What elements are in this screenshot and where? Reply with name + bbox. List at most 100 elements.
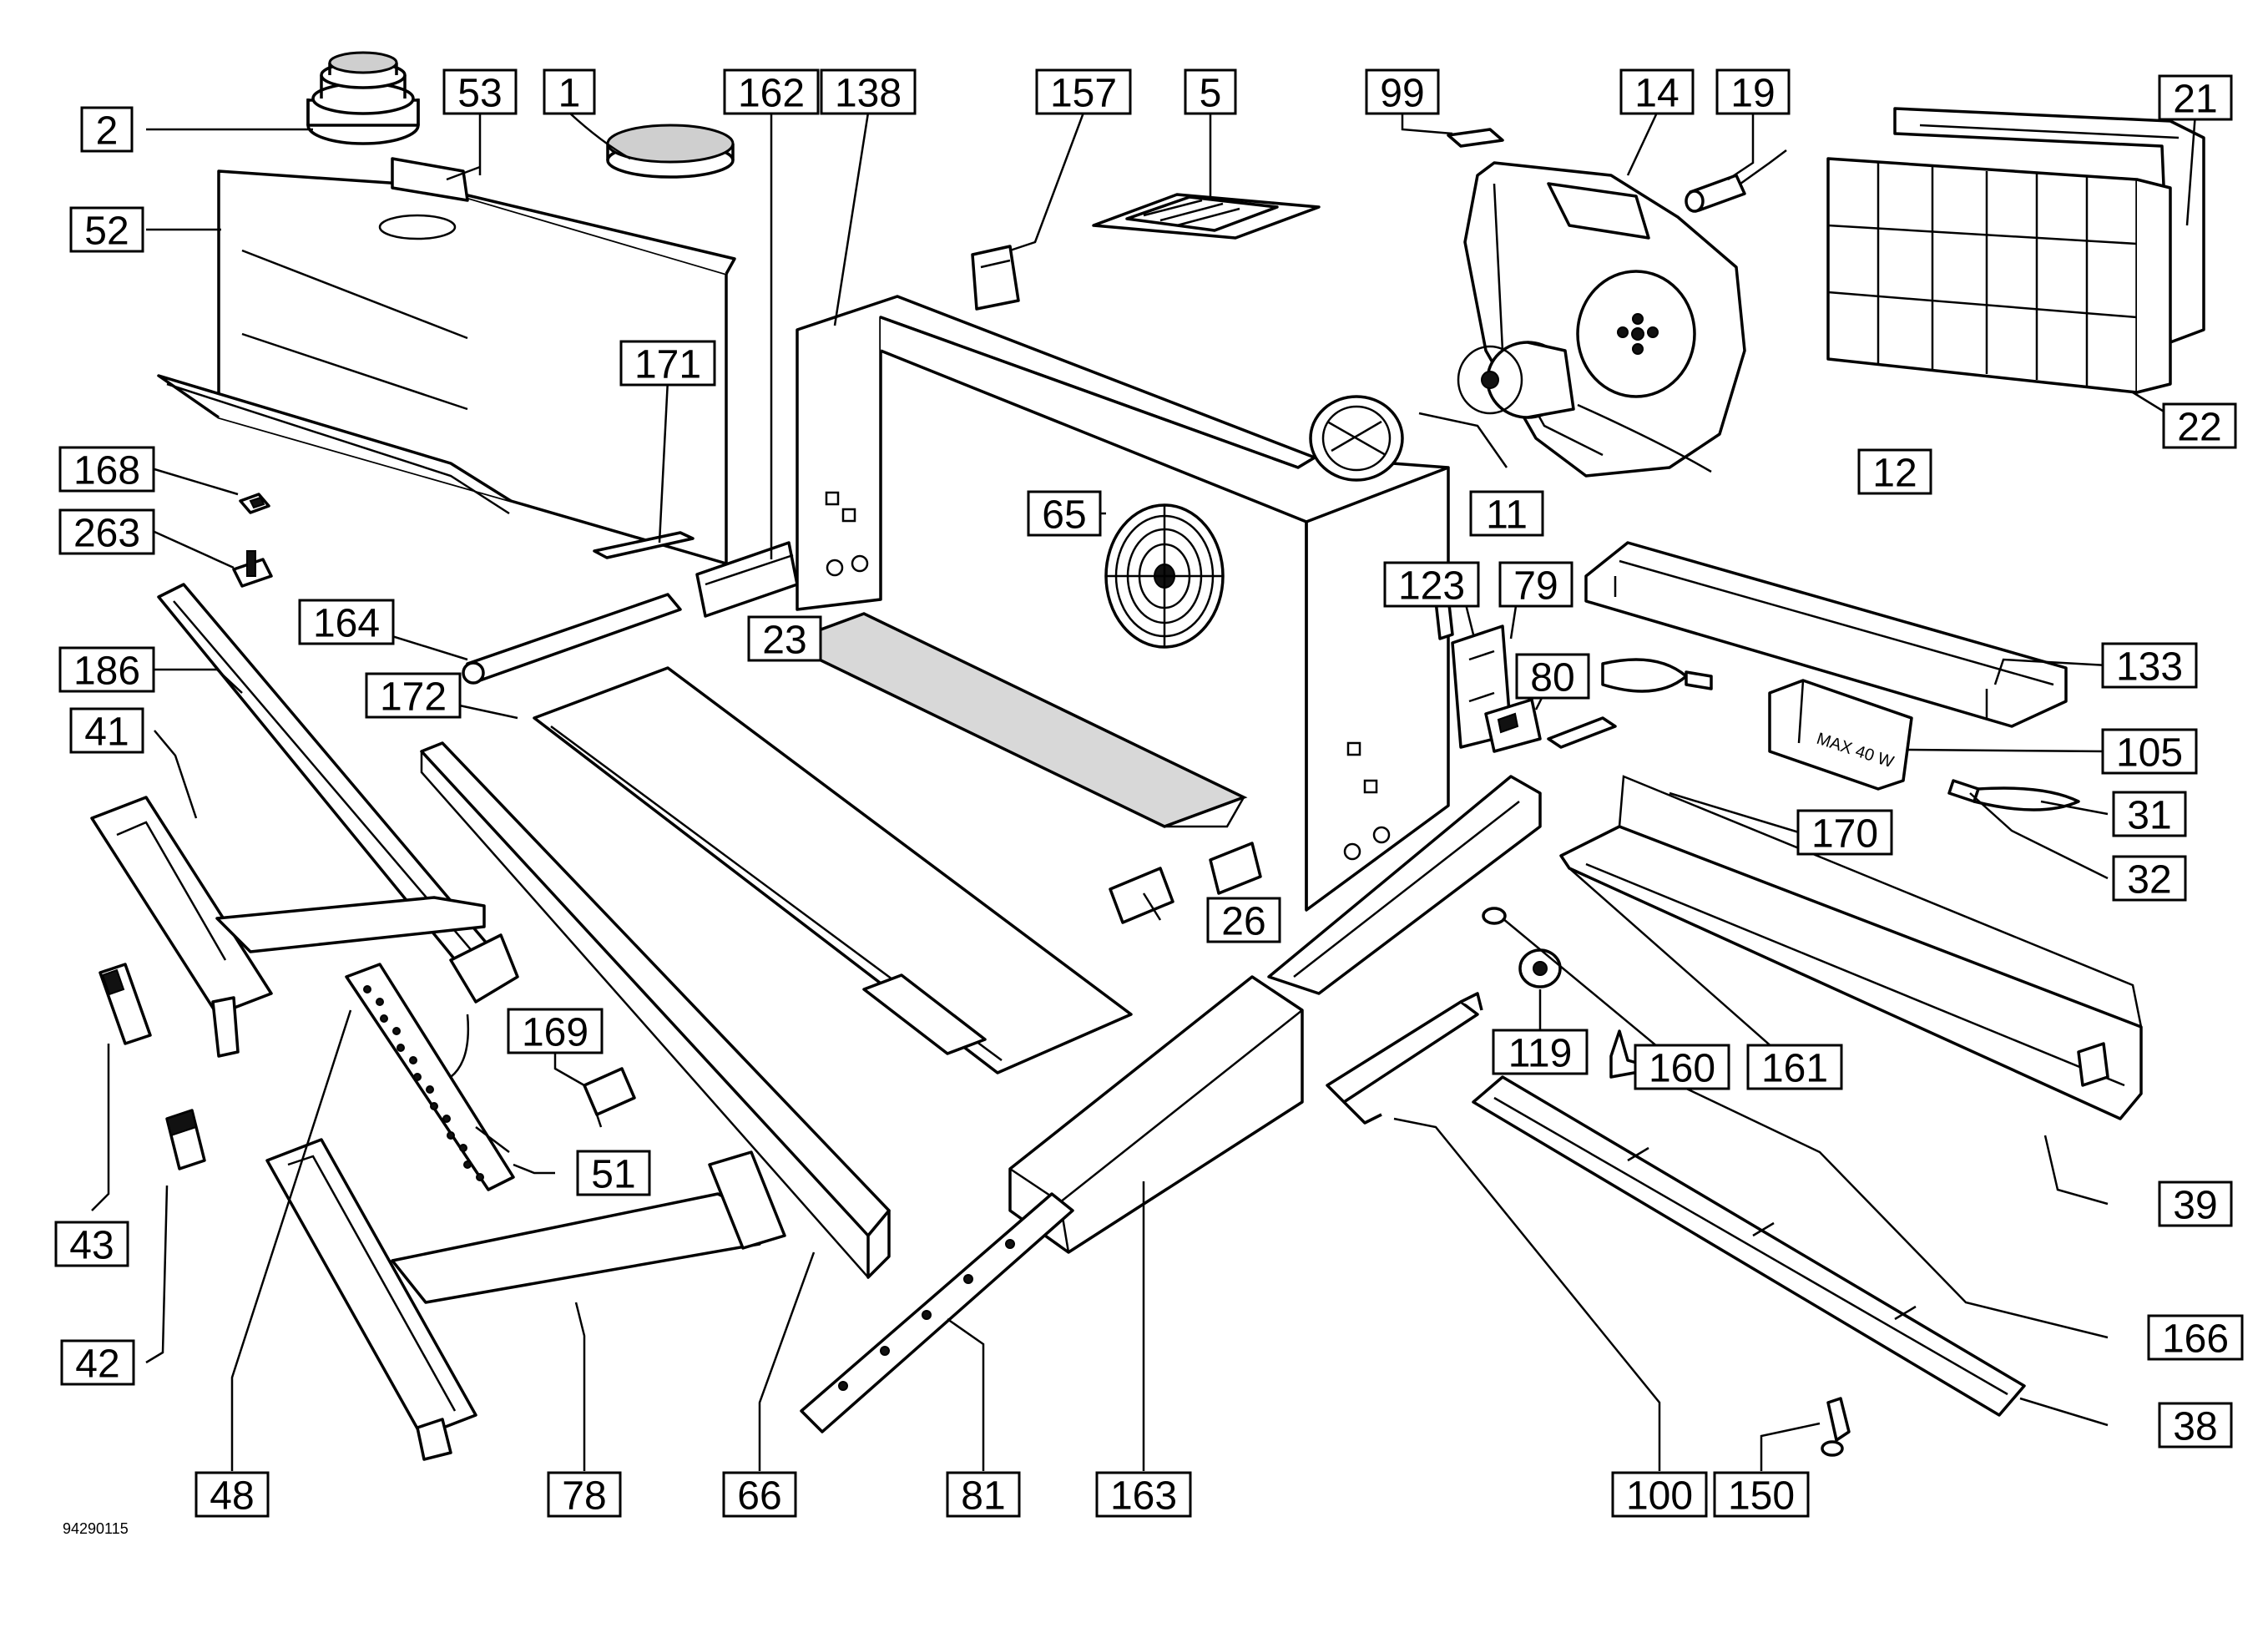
part-label-box bbox=[1095, 1471, 1192, 1518]
part-label-text: 79 bbox=[1513, 564, 1558, 609]
part-label-box bbox=[1713, 1471, 1810, 1518]
part-263-clip bbox=[232, 550, 273, 588]
part-label-box bbox=[2158, 74, 2233, 121]
part-label-161: 161 bbox=[1746, 1044, 1843, 1091]
part-label-170: 170 bbox=[1796, 809, 1893, 857]
part-label-box bbox=[747, 615, 822, 662]
part-label-box bbox=[946, 1471, 1021, 1518]
part-label-box bbox=[69, 707, 144, 754]
part-label-100: 100 bbox=[1611, 1471, 1708, 1519]
part-label-41: 41 bbox=[69, 707, 144, 755]
part-160-nut bbox=[1482, 907, 1507, 925]
part-label-text: 166 bbox=[2162, 1317, 2229, 1362]
part-label-79: 79 bbox=[1498, 561, 1573, 609]
part-label-box bbox=[194, 1471, 270, 1518]
part-label-text: 80 bbox=[1530, 656, 1574, 700]
part-label-text: 105 bbox=[2116, 731, 2183, 776]
part-138-body bbox=[796, 295, 1450, 912]
part-label-text: 48 bbox=[210, 1474, 254, 1519]
part-81-runner bbox=[800, 1192, 1074, 1433]
part-100-bracket bbox=[1326, 992, 1483, 1125]
part-label-box bbox=[1796, 809, 1893, 856]
part-157-clip bbox=[971, 245, 1020, 311]
part-label-box bbox=[1184, 68, 1237, 115]
part-161-rail bbox=[1267, 775, 1542, 995]
part-label-box bbox=[1035, 68, 1132, 115]
part-label-box bbox=[723, 68, 820, 115]
part-label-53: 53 bbox=[442, 68, 518, 116]
part-label-21: 21 bbox=[2158, 74, 2233, 122]
part-38-glass-visor bbox=[1472, 1075, 2026, 1417]
part-label-text: 53 bbox=[457, 72, 502, 116]
part-label-text: 162 bbox=[738, 72, 805, 116]
part-label-box bbox=[576, 1150, 651, 1196]
part-169-clip bbox=[583, 1067, 636, 1128]
part-label-text: 51 bbox=[591, 1153, 635, 1197]
part-label-text: 160 bbox=[1649, 1047, 1715, 1091]
part-label-box bbox=[2112, 791, 2187, 837]
part-label-box bbox=[543, 68, 596, 115]
part-label-box bbox=[1715, 68, 1791, 115]
part-label-box bbox=[1365, 68, 1440, 115]
part-label-box bbox=[547, 1471, 622, 1518]
part-5-tray bbox=[1092, 193, 1321, 240]
part-label-text: 12 bbox=[1872, 452, 1917, 496]
part-label-text: 172 bbox=[380, 675, 447, 720]
part-label-138: 138 bbox=[820, 68, 917, 116]
part-label-box bbox=[2162, 402, 2237, 449]
part-label-105: 105 bbox=[2101, 728, 2198, 776]
part-19-capacitor bbox=[1685, 149, 1787, 213]
part-label-text: 52 bbox=[84, 210, 129, 254]
part-label-31: 31 bbox=[2112, 791, 2187, 838]
part-65-fan-guard bbox=[1104, 503, 1225, 649]
part-label-text: 5 bbox=[1200, 72, 1222, 116]
part-label-box bbox=[60, 1339, 135, 1386]
part-label-box bbox=[58, 446, 155, 493]
part-2-outlet-collar bbox=[306, 51, 420, 145]
part-170-strip bbox=[1547, 716, 1617, 749]
part-label-box bbox=[2112, 855, 2187, 902]
part-label-text: 38 bbox=[2173, 1405, 2217, 1449]
part-label-box bbox=[1206, 897, 1281, 943]
part-label-box bbox=[2101, 728, 2198, 775]
part-label-box bbox=[1619, 68, 1695, 115]
part-label-box bbox=[442, 68, 518, 115]
part-label-box bbox=[2147, 1314, 2244, 1361]
part-label-32: 32 bbox=[2112, 855, 2187, 902]
part-51-spring bbox=[450, 1014, 510, 1153]
part-label-51: 51 bbox=[576, 1150, 651, 1197]
part-label-text: 39 bbox=[2173, 1184, 2217, 1228]
part-label-text: 171 bbox=[634, 343, 701, 387]
part-22-carbon-filter bbox=[1826, 157, 2172, 394]
part-label-text: 1 bbox=[558, 72, 581, 116]
part-186-rail bbox=[157, 583, 519, 1004]
part-label-38: 38 bbox=[2158, 1402, 2233, 1449]
part-label-263: 263 bbox=[58, 508, 155, 556]
part-label-12: 12 bbox=[1857, 448, 1932, 496]
part-label-box bbox=[365, 672, 462, 719]
part-label-text: 23 bbox=[762, 619, 806, 663]
drawing-reference-number: 94290115 bbox=[63, 1520, 129, 1537]
part-label-text: 186 bbox=[73, 650, 140, 694]
part-label-box bbox=[2101, 642, 2198, 689]
part-172-frame bbox=[533, 666, 1133, 1074]
part-label-text: 14 bbox=[1634, 72, 1679, 116]
part-label-119: 119 bbox=[1492, 1029, 1589, 1076]
part-label-text: 65 bbox=[1042, 493, 1086, 538]
part-52-housing bbox=[157, 157, 736, 565]
part-label-text: 161 bbox=[1761, 1047, 1828, 1091]
part-label-box bbox=[298, 599, 395, 645]
part-label-text: 133 bbox=[2116, 645, 2183, 690]
part-label-text: 78 bbox=[562, 1474, 606, 1519]
part-label-164: 164 bbox=[298, 599, 395, 646]
part-label-text: 66 bbox=[737, 1474, 781, 1519]
part-150-knob bbox=[1821, 1397, 1851, 1457]
part-80-switch bbox=[1484, 698, 1542, 753]
part-label-78: 78 bbox=[547, 1471, 622, 1519]
part-12-motor bbox=[1457, 341, 1575, 419]
leader-lines bbox=[91, 112, 2197, 1471]
part-39-rail bbox=[1559, 775, 2143, 1120]
part-label-150: 150 bbox=[1713, 1471, 1810, 1519]
part-label-48: 48 bbox=[194, 1471, 270, 1519]
part-label-80: 80 bbox=[1515, 653, 1590, 700]
